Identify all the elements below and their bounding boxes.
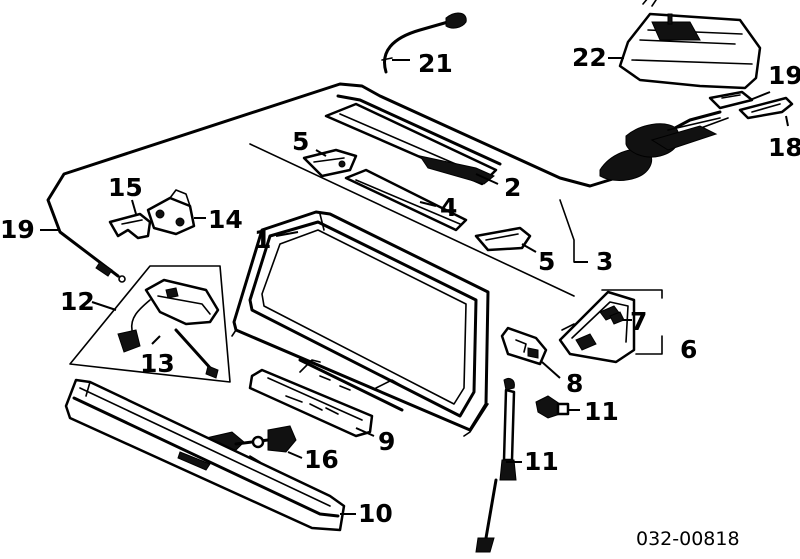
part-22-cover — [618, 0, 762, 90]
callout-21: 21 — [418, 49, 453, 78]
leader-19 — [749, 91, 771, 101]
callout-3: 3 — [596, 247, 613, 276]
callout-13: 12 — [60, 287, 95, 316]
leader-4 — [419, 201, 437, 207]
part-8-latch — [500, 326, 548, 366]
part-1-tailgate-frame — [231, 210, 490, 437]
part-12-switch — [535, 395, 570, 419]
callout-10: 10 — [358, 499, 393, 528]
callout-17: 16 — [304, 445, 339, 474]
part-11-strut — [475, 377, 517, 553]
part-4-strip — [344, 168, 468, 232]
leader-13 — [91, 301, 117, 311]
callout-11: 11 — [524, 447, 559, 476]
part-15-latch — [146, 189, 196, 236]
part-18-bracket — [738, 96, 794, 120]
callout-8: 8 — [566, 369, 583, 398]
part-2-strip — [324, 94, 502, 186]
leader-2 — [475, 173, 499, 185]
leader-1 — [275, 231, 299, 237]
callout-4: 4 — [440, 193, 457, 222]
part-10-spoiler — [64, 378, 346, 532]
callout-15: 14 — [208, 205, 243, 234]
callout-1: 1 — [254, 225, 271, 254]
leader-17 — [287, 451, 303, 459]
leader-5a — [315, 149, 327, 157]
callout-12: 11 — [584, 397, 619, 426]
leader-14 — [151, 335, 161, 345]
part-6-hinge — [558, 290, 636, 364]
callout-20: 19 — [0, 215, 35, 244]
part-16-clip — [108, 212, 152, 240]
part-9-garnish — [248, 358, 404, 438]
callout-6: 6 — [680, 335, 697, 364]
leader-8 — [541, 361, 561, 379]
leader-16 — [131, 199, 137, 215]
diagram-code: 032-00818 — [636, 528, 740, 550]
callout-14: 13 — [140, 349, 175, 378]
callout-22: 22 — [572, 43, 607, 72]
part-21-cable-end — [381, 12, 467, 74]
callout-19: 19 — [768, 61, 800, 90]
leader-5b — [521, 243, 537, 253]
callout-7: 7 — [630, 307, 647, 336]
part-19-clip — [708, 90, 754, 110]
callout-18: 18 — [768, 133, 800, 162]
callout-5-upper: 5 — [292, 127, 309, 156]
bracket-6 — [635, 335, 663, 355]
part-20-cable — [46, 82, 729, 283]
callout-9: 9 — [378, 427, 395, 456]
group-bracket-lines — [249, 143, 575, 297]
part-13-latch-assembly — [69, 265, 231, 383]
callout-16: 15 — [108, 173, 143, 202]
leader-9 — [355, 427, 375, 437]
part-14-rod — [174, 328, 219, 379]
part-5-bracket-upper — [302, 148, 358, 178]
part-5-bracket-lower — [474, 226, 532, 252]
leader-18 — [785, 115, 789, 127]
callout-2: 2 — [504, 173, 521, 202]
bracket-7 — [601, 289, 663, 299]
callout-5-lower: 5 — [538, 247, 555, 276]
